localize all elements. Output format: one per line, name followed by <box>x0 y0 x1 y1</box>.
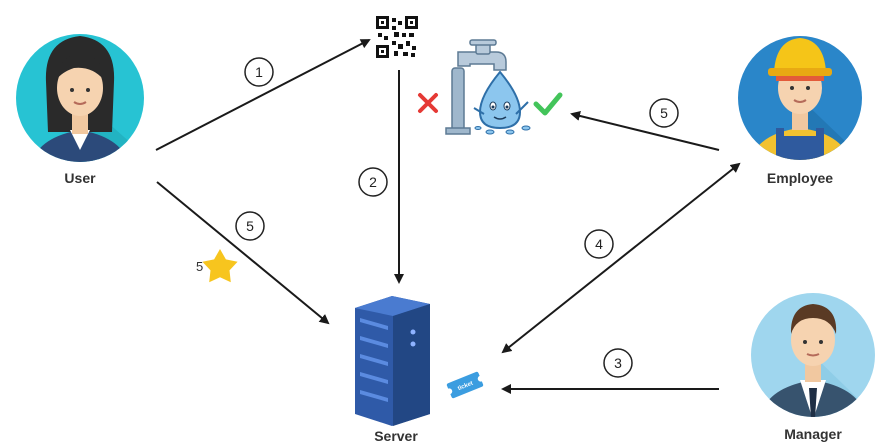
manager-avatar <box>751 293 875 417</box>
step-number: 5 <box>246 218 254 234</box>
employee-label: Employee <box>766 170 834 186</box>
check-icon <box>533 92 563 116</box>
user-label: User <box>64 170 96 186</box>
ticket-icon: ticket <box>446 371 484 399</box>
water-drop-icon <box>473 70 531 135</box>
step-marker: 4 <box>584 229 614 259</box>
step-marker: 3 <box>603 348 633 378</box>
user-avatar <box>16 34 144 162</box>
faucet-icon <box>445 39 507 135</box>
arrow-user-to-qr <box>155 39 371 151</box>
step-number: 2 <box>369 174 377 190</box>
step-number: 3 <box>614 355 622 371</box>
arrow-user-to-server <box>156 181 330 325</box>
manager-label: Manager <box>784 426 842 442</box>
star-icon <box>202 249 238 283</box>
step-marker: 5 <box>649 98 679 128</box>
server-icon <box>355 296 430 426</box>
step-marker: 5 <box>235 211 265 241</box>
step-number: 1 <box>255 64 263 80</box>
cross-icon <box>418 93 438 113</box>
step-number: 4 <box>595 236 603 252</box>
server-label: Server <box>374 428 418 444</box>
qr-code-icon <box>376 16 418 58</box>
ticket-label: ticket <box>457 381 474 392</box>
arrow-employee-to-faucet <box>570 111 720 151</box>
step-marker: 1 <box>244 57 274 87</box>
step-number: 5 <box>660 105 668 121</box>
step-marker: 2 <box>358 167 388 197</box>
rating-value: 5 <box>196 259 203 274</box>
employee-avatar <box>738 36 862 160</box>
arrow-server-employee <box>501 162 741 354</box>
